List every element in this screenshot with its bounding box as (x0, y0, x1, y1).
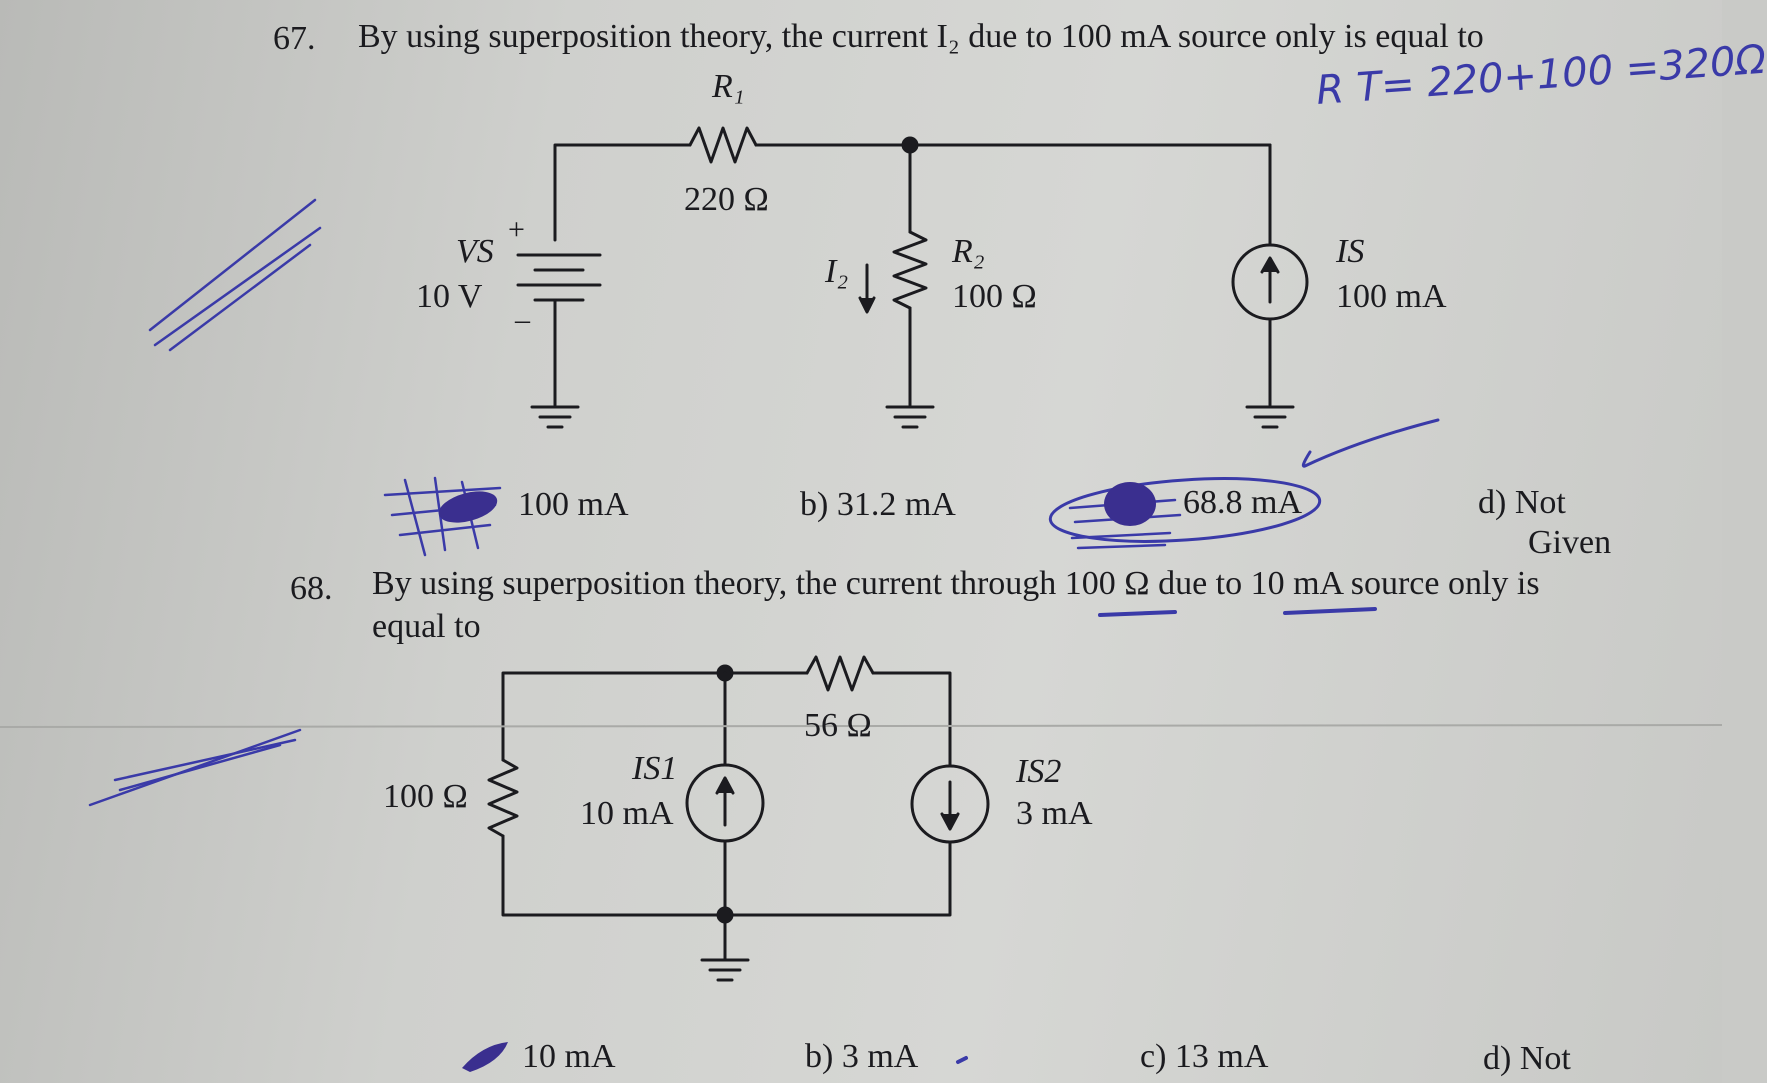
label-plus: + (508, 213, 525, 246)
resistor-56 (805, 655, 875, 692)
label-is-symbol: IS (1336, 233, 1365, 270)
pen-strikes-left (88, 198, 322, 807)
checkmark-icon (1301, 418, 1440, 468)
label-is-value: 100 mA (1336, 278, 1447, 315)
q67-option-d-text2: Given (1528, 524, 1612, 561)
exam-paper (0, 0, 1722, 1083)
q67-option-a[interactable]: 100 mA (518, 488, 629, 522)
q68-option-b[interactable]: b) 3 mA (805, 1040, 918, 1074)
wire-68-left (501, 671, 809, 762)
q67-option-d[interactable]: d) Not (1478, 486, 1566, 520)
label-r2-symbol: R₂ (952, 233, 985, 270)
q68-option-a[interactable]: 10 mA (522, 1040, 616, 1074)
pen-tick-b (956, 1056, 968, 1064)
marker-blot-68a (462, 1042, 508, 1072)
q68-question-line2: equal to (372, 608, 481, 645)
label-i2: I₂ (825, 253, 849, 290)
underline-100-ohm (1098, 610, 1177, 617)
ground-68 (700, 958, 750, 982)
q67-option-c-text: 68.8 mA (1183, 484, 1302, 521)
q67-option-b-letter: b) (800, 486, 829, 523)
q68-option-c[interactable]: c) 13 mA (1140, 1040, 1268, 1074)
ground-is (1245, 405, 1295, 429)
circuit-68 (487, 655, 990, 982)
underline-10-ma (1283, 607, 1377, 615)
q67-option-a-text: 100 mA (518, 486, 629, 523)
answer-circle (1048, 477, 1322, 543)
label-r-left-value: 100 Ω (383, 778, 468, 815)
ground-vs (530, 405, 580, 429)
label-vs-symbol: VS (456, 233, 494, 270)
ground-r2 (885, 405, 935, 429)
node-68-bottom (716, 906, 734, 924)
marker-blot-c (1104, 482, 1156, 526)
circuit-67 (516, 126, 1309, 429)
q68-option-c-letter: c) (1140, 1038, 1167, 1075)
battery-vs (516, 253, 602, 302)
label-r1-symbol: R₁ (712, 68, 745, 105)
q68-question-line1: By using superposition theory, the curre… (372, 565, 1540, 602)
label-minus: – (515, 303, 530, 336)
circuit-drawings (0, 126, 1723, 1072)
label-r1-value: 220 Ω (684, 181, 769, 218)
label-is2-symbol: IS2 (1016, 753, 1062, 790)
wire-left-top (553, 143, 692, 242)
q67-option-b-text: 31.2 mA (836, 486, 956, 523)
q67-option-d-text: Not (1514, 484, 1566, 521)
q67-option-c[interactable]: 68.8 mA (1183, 486, 1302, 520)
resistor-100-left (487, 758, 519, 838)
q68-option-b-text: 3 mA (841, 1038, 919, 1075)
q67-question: By using superposition theory, the curre… (358, 18, 1484, 55)
label-r2-value: 100 Ω (952, 278, 1037, 315)
label-is1-symbol: IS1 (632, 750, 678, 787)
q68-option-a-text: 10 mA (522, 1038, 616, 1075)
marker-blot-a (438, 491, 498, 523)
q68-option-b-letter: b) (805, 1038, 834, 1075)
q68-option-d[interactable]: d) Not (1483, 1042, 1571, 1076)
q67-option-b[interactable]: b) 31.2 mA (800, 488, 956, 522)
resistor-r1 (688, 126, 758, 164)
q68-option-d-text: Not (1519, 1040, 1571, 1077)
resistor-r2 (892, 230, 928, 310)
q67-number: 67. (273, 20, 316, 57)
label-r-top-value: 56 Ω (804, 707, 872, 744)
q68-number: 68. (290, 570, 333, 607)
q68-option-d-letter: d) (1483, 1040, 1512, 1077)
label-is2-value: 3 mA (1016, 795, 1093, 832)
current-source-is2 (910, 764, 990, 844)
label-is1-value: 10 mA (580, 795, 674, 832)
q67-option-d-letter: d) (1478, 484, 1507, 521)
q68-option-c-text: 13 mA (1174, 1038, 1269, 1075)
label-vs-value: 10 V (416, 278, 483, 315)
